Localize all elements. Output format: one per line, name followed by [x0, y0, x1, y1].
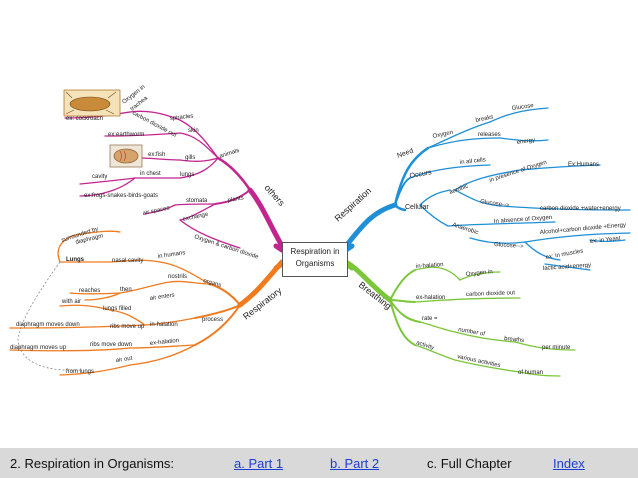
footer-title: 2. Respiration in Organisms: — [10, 456, 175, 471]
node-breathing-activity: activity — [415, 340, 434, 351]
node-nasal-cavity: nasal cavity — [112, 258, 143, 264]
link-part-2[interactable]: b. Part 2 — [330, 456, 380, 471]
node-oxygen: Oxygen — [432, 130, 453, 140]
node-ribs-up: ribs move up — [110, 324, 145, 330]
node-breathing-per-minute: per minute — [542, 345, 571, 351]
node-in-presence: in presence of Oxygen — [489, 160, 548, 184]
link-part-1[interactable]: a. Part 1 — [234, 456, 284, 471]
node-breathing-exhalation: ex-halation — [416, 295, 445, 301]
node-glucose-arrow-2: Glucose--> — [494, 242, 524, 250]
node-nostrils: nostrils — [168, 274, 187, 280]
node-glucose: Glucose — [511, 103, 534, 112]
node-need: Need — [396, 148, 414, 160]
node-ex-yeast: ex: in Yeast — [590, 236, 621, 245]
branch-label-respiratory: Respiratory — [241, 285, 284, 322]
node-skin: skin — [188, 128, 199, 134]
footer-bar: 2. Respiration in Organisms: a. Part 1 b… — [0, 448, 638, 478]
node-animals: animals — [219, 148, 241, 160]
node-gills: gills — [185, 155, 195, 161]
node-ex-frogs: ex:frogs-snakes-birds-goats — [84, 193, 158, 199]
node-aerobic-products: carbon dioxide +water+energy — [540, 206, 621, 212]
node-ex-muscles: ex: in muscles — [545, 248, 583, 261]
node-lungs-animals: lungs — [180, 172, 194, 178]
node-ex-humans: Ex:Humans — [568, 162, 599, 168]
cockroach-icon — [63, 89, 121, 117]
node-respiratory-exhalation: ex-halation — [150, 338, 180, 347]
node-occurs: Occurs — [409, 169, 433, 180]
node-organs: organs — [202, 278, 221, 289]
node-aerobic: aerobic — [449, 184, 470, 196]
central-topic: Respiration in Organisms — [282, 242, 348, 277]
dotted-connector — [17, 261, 81, 371]
node-diaphragm-down: diaphragm moves down — [16, 322, 80, 328]
node-ribs-down: ribs move down — [90, 342, 132, 348]
node-glucose-arrow: Glucose--> — [480, 199, 511, 209]
node-releases: releases — [478, 132, 501, 138]
node-lungs: Lungs — [66, 257, 85, 263]
node-process: process — [202, 317, 223, 323]
node-with-air: with air — [61, 299, 81, 305]
link-index[interactable]: Index — [553, 456, 585, 471]
node-reaches: reaches — [79, 288, 100, 294]
node-lactic: lactic acid+energy — [543, 263, 592, 272]
node-in-chest: in chest — [140, 171, 161, 177]
node-in-humans: in humans — [157, 250, 185, 260]
node-plants: plants — [227, 195, 244, 204]
node-then: then — [120, 287, 132, 293]
node-breathing-number-of: number of — [458, 327, 486, 338]
node-breaks: breaks — [475, 114, 494, 124]
node-ex-fish: ex:fish — [148, 152, 165, 158]
central-topic-line-1: Respiration in — [290, 247, 340, 256]
fish-gills-icon — [109, 144, 143, 168]
node-energy: energy — [516, 137, 535, 145]
node-ex-cockroach: ex: cockroach — [66, 116, 103, 122]
node-stomata: stomata — [186, 198, 208, 204]
mind-map: Respiration Breathing Respiratory others… — [9, 84, 631, 377]
footer-full-chapter: c. Full Chapter — [427, 456, 512, 471]
node-cellular: Cellular — [405, 204, 429, 211]
node-breathing-oxygen-in: Oxygen in — [466, 269, 493, 278]
node-breathing-breaths: breaths — [504, 336, 525, 344]
branch-label-respiration: Respiration — [333, 186, 374, 224]
node-breathing-rate: rate = — [422, 316, 438, 322]
node-cavity: cavity — [92, 174, 107, 180]
node-ex-earthworm: ex:earthworm — [108, 132, 144, 138]
node-diaphragm-up: diaphragm moves up — [10, 345, 67, 351]
node-air-spaces: air spaces — [142, 205, 170, 217]
node-oxygen-co2: Oxygen & carbon dioxide — [193, 234, 259, 261]
node-breathing-of-human: of human — [518, 370, 543, 376]
respiration-branch-lines — [343, 107, 631, 271]
node-from-lungs: from lungs — [66, 369, 94, 375]
branch-label-others: others — [263, 183, 288, 209]
respiratory-branch-lines — [9, 230, 285, 376]
others-branch-lines — [64, 110, 285, 249]
node-air-out: air out — [115, 356, 133, 364]
central-topic-line-2: Organisms — [295, 259, 335, 268]
node-in-absence: In absence of Oxygen — [494, 215, 553, 225]
node-breathing-inhalation: in-halation — [416, 262, 444, 270]
node-spiracles: spiracles — [170, 114, 194, 122]
node-breathing-co2-out: carbon dioxide out — [466, 290, 516, 298]
node-respiratory-inhalation: in-halation — [150, 322, 178, 328]
node-in-all-cells: in all cells — [460, 157, 487, 166]
node-lungs-filled: lungs filled — [103, 306, 131, 312]
node-exchange: exchange — [182, 212, 209, 223]
node-air-enters: air enters — [149, 293, 175, 302]
